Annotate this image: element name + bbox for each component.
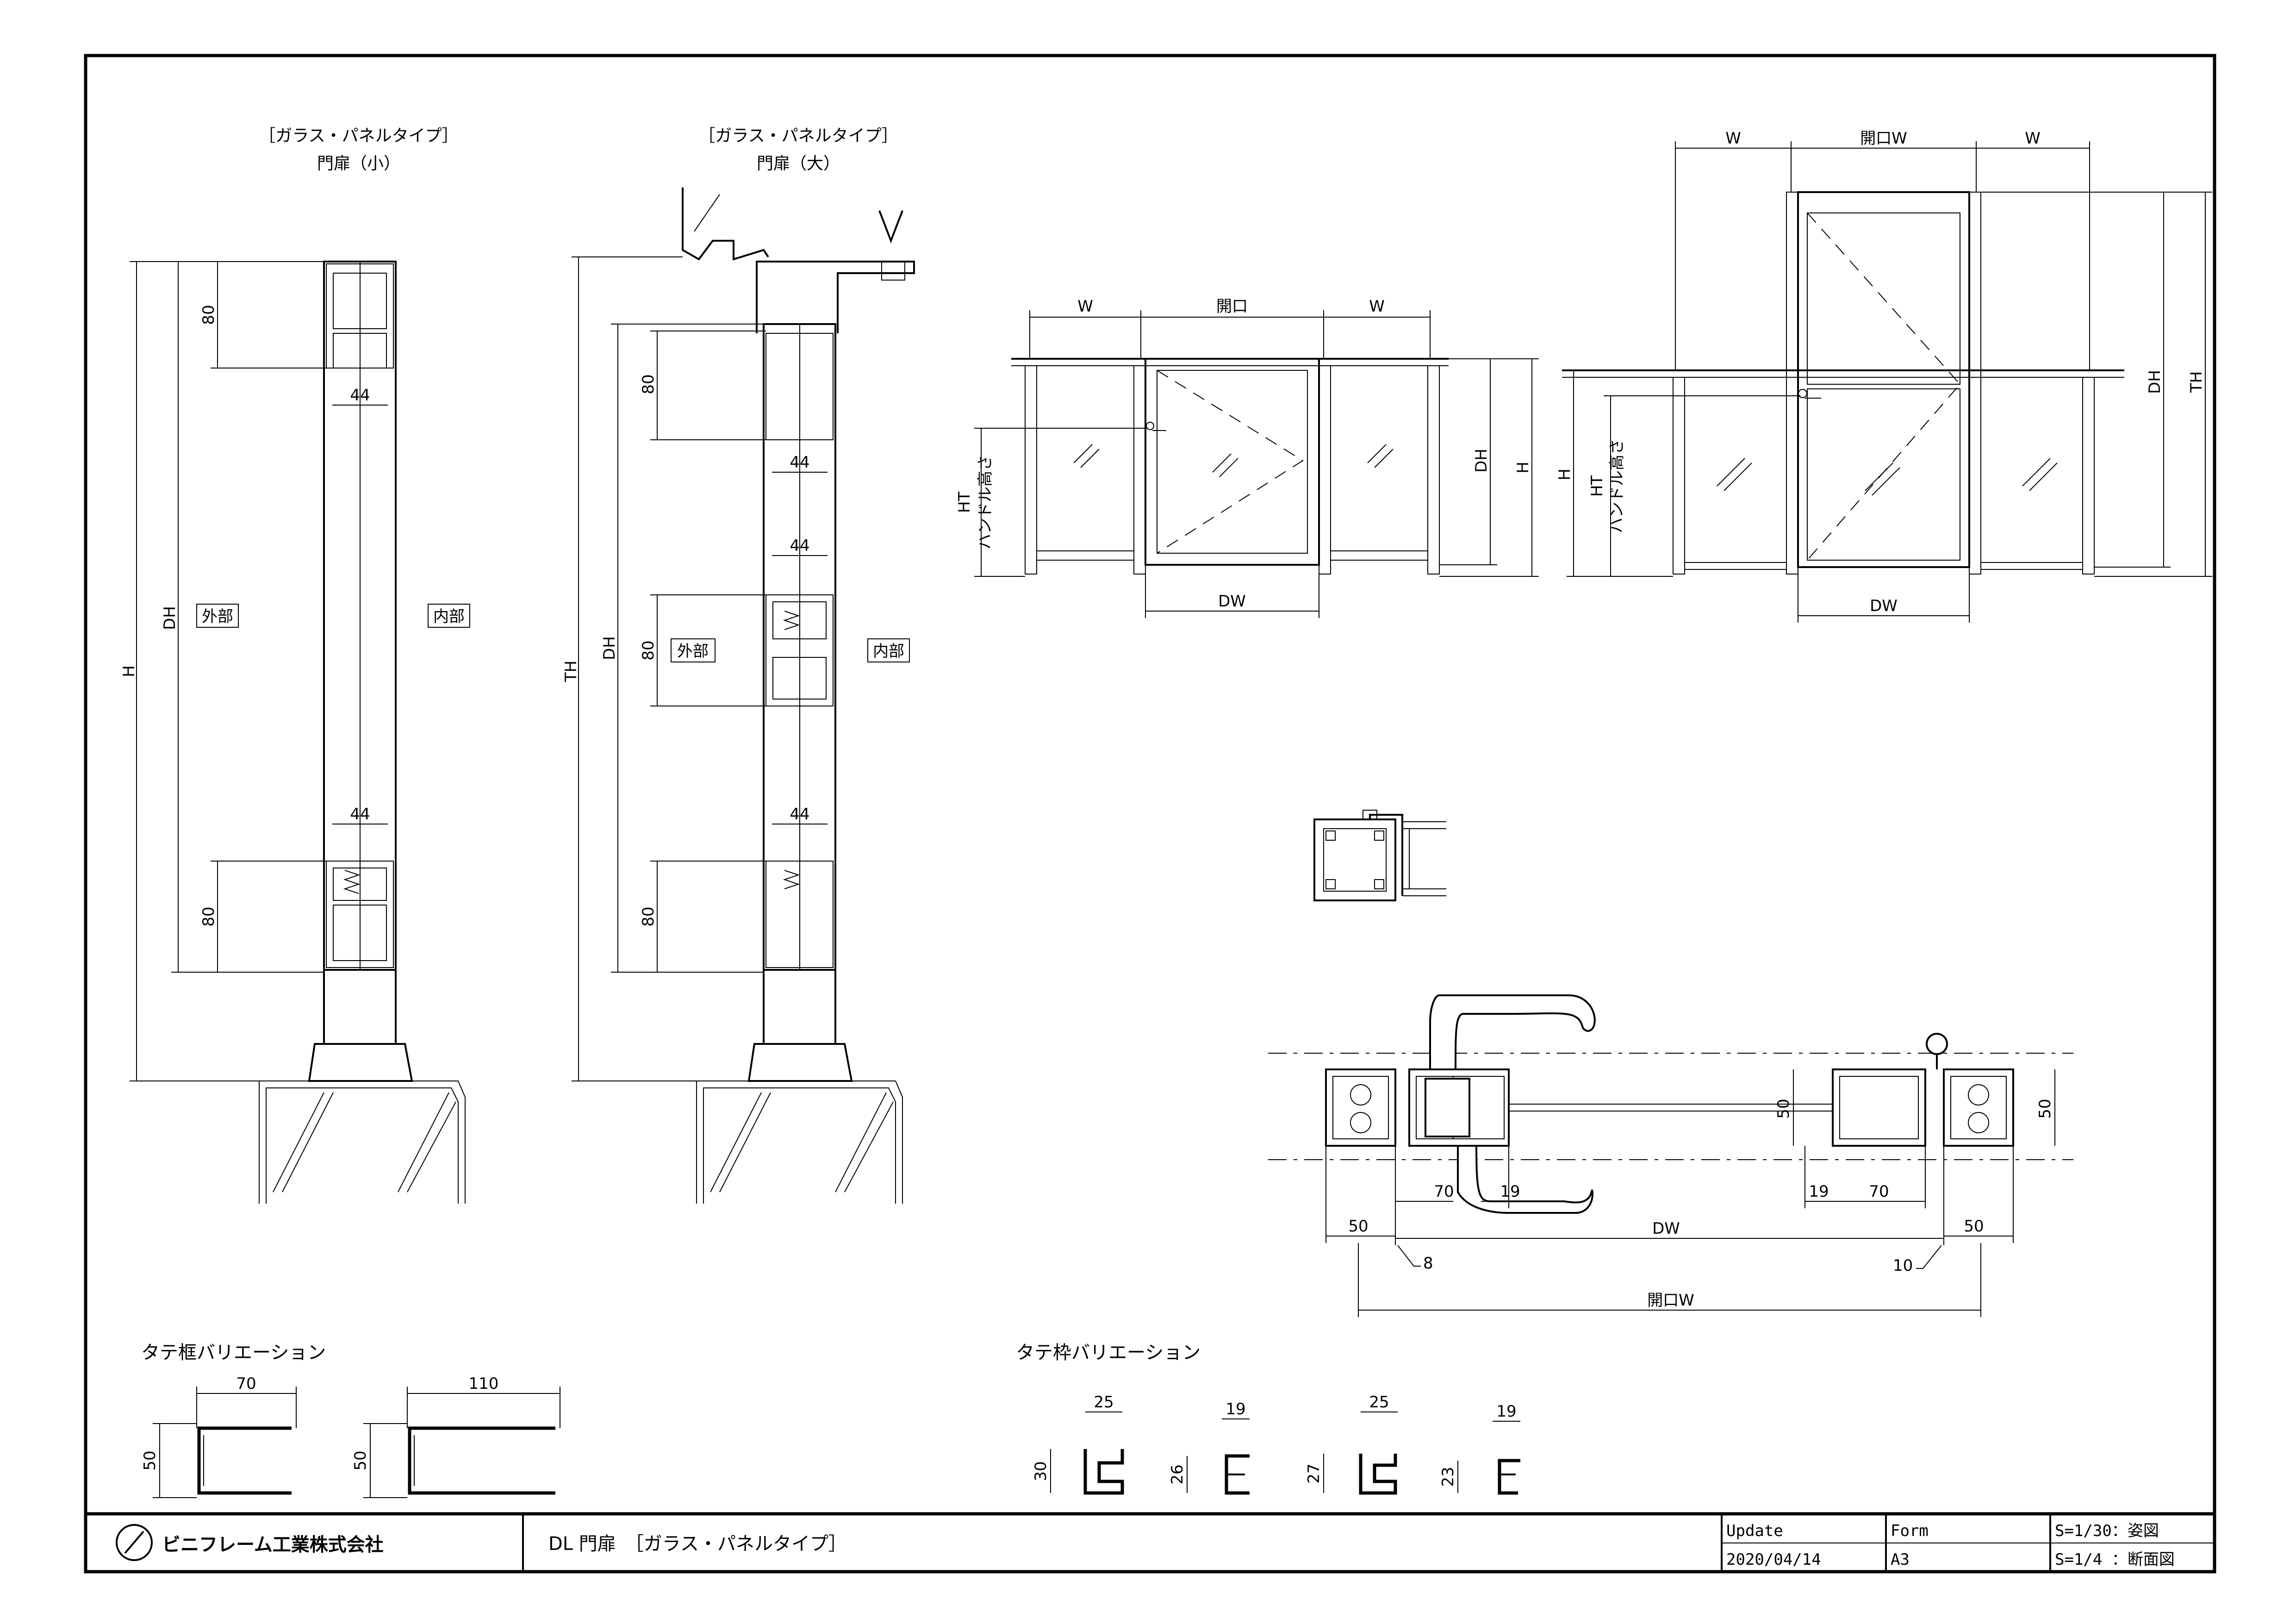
dim-10-plan: 10 bbox=[1893, 1256, 1913, 1275]
dim-70-kamachi: 70 bbox=[236, 1374, 256, 1393]
dim-H-small: H bbox=[120, 665, 138, 677]
tate-kamachi-variations: タテ框バリエーション 70 50 110 50 bbox=[141, 1342, 560, 1498]
dim-DW-single: DW bbox=[1218, 592, 1246, 611]
dim-HT-large-elev: HT bbox=[1588, 475, 1606, 497]
dim-DH-single: DH bbox=[1472, 449, 1491, 473]
dim-26-waku: 26 bbox=[1168, 1464, 1187, 1484]
tate-waku-variations: タテ枠バリエーション 25 30 19 26 25 27 19 23 bbox=[1016, 1342, 1520, 1495]
dim-44-small-top: 44 bbox=[350, 386, 370, 405]
elevation-large-door: W 開口W W DW DH TH H HT ハンドル高さ bbox=[1556, 129, 2212, 623]
section-large-title-1: ［ガラス・パネルタイプ］ bbox=[698, 126, 898, 145]
dim-70-plan-left: 70 bbox=[1434, 1182, 1454, 1201]
dim-W-large-left: W bbox=[1725, 129, 1741, 148]
dim-80-large-3: 80 bbox=[639, 906, 658, 926]
update-value: 2020/04/14 bbox=[1726, 1550, 1821, 1569]
dim-handle-height-large: ハンドル高さ bbox=[1608, 439, 1626, 533]
dim-70-plan-right: 70 bbox=[1869, 1182, 1889, 1201]
label-interior-small: 内部 bbox=[433, 607, 465, 626]
dim-23-waku: 23 bbox=[1439, 1467, 1457, 1487]
company-name: ビニフレーム工業株式会社 bbox=[162, 1534, 384, 1555]
dim-kaikou-w-large: 開口W bbox=[1860, 129, 1907, 148]
section-small-title-1: ［ガラス・パネルタイプ］ bbox=[259, 126, 458, 145]
scale-1: S=1/30：姿図 bbox=[2055, 1522, 2159, 1540]
dim-DH-small: DH bbox=[161, 606, 179, 630]
dim-8-plan: 8 bbox=[1423, 1254, 1433, 1273]
dim-44-small-bottom: 44 bbox=[350, 805, 370, 824]
section-small-view: ［ガラス・パネルタイプ］ 門扉（小） H DH 80 bbox=[120, 126, 470, 1204]
title-block: ビニフレーム工業株式会社 DL 門扉 ［ガラス・パネルタイプ］ Update 2… bbox=[86, 1512, 2215, 1572]
dim-25-waku-2: 25 bbox=[1369, 1393, 1389, 1412]
tate-waku-title: タテ枠バリエーション bbox=[1016, 1342, 1201, 1363]
dim-50-kamachi-2: 50 bbox=[351, 1450, 370, 1470]
dim-80-large-2: 80 bbox=[639, 640, 658, 660]
dim-W-single-right: W bbox=[1369, 297, 1385, 316]
dim-DH-large: DH bbox=[600, 636, 619, 660]
tate-kamachi-title: タテ框バリエーション bbox=[141, 1342, 326, 1363]
update-label: Update bbox=[1726, 1522, 1783, 1540]
elevation-single-door: W 開口 W DW DH H HT ハンドル高さ bbox=[955, 297, 1539, 618]
dim-19-plan-left: 19 bbox=[1500, 1182, 1520, 1201]
label-exterior-small: 外部 bbox=[202, 607, 233, 626]
corner-detail bbox=[1313, 810, 1446, 901]
dim-H-single: H bbox=[1514, 462, 1532, 474]
form-label: Form bbox=[1891, 1522, 1929, 1540]
company-logo-icon bbox=[116, 1524, 153, 1561]
dim-HT-single: HT bbox=[955, 492, 974, 513]
dim-TH-large-elev: TH bbox=[2187, 371, 2206, 393]
sheet-border bbox=[84, 54, 2216, 1574]
dim-kaikou-single: 開口 bbox=[1216, 297, 1248, 316]
dim-kaikou-w-plan: 開口W bbox=[1647, 1291, 1694, 1310]
dim-50-plan-glass: 50 bbox=[1774, 1099, 1793, 1118]
dim-44-large-2: 44 bbox=[790, 537, 809, 555]
dim-TH-large: TH bbox=[562, 661, 580, 682]
section-large-view: ［ガラス・パネルタイプ］ 門扉（大） TH DH bbox=[562, 126, 915, 1204]
dim-110-kamachi: 110 bbox=[469, 1374, 499, 1393]
dim-handle-height-single: ハンドル高さ bbox=[976, 455, 995, 550]
dim-44-large-1: 44 bbox=[790, 453, 809, 472]
dim-30-waku: 30 bbox=[1032, 1461, 1050, 1481]
section-small-title-2: 門扉（小） bbox=[317, 154, 400, 173]
dim-80-small-bottom: 80 bbox=[199, 906, 218, 926]
dim-44-large-3: 44 bbox=[790, 805, 809, 824]
dim-50-plan-side: 50 bbox=[2036, 1099, 2054, 1118]
dim-W-large-right: W bbox=[2025, 129, 2041, 148]
section-large-title-2: 門扉（大） bbox=[757, 154, 840, 173]
dim-19-waku-1: 19 bbox=[1226, 1400, 1245, 1418]
dim-19-plan-right: 19 bbox=[1809, 1182, 1829, 1201]
label-exterior-large: 外部 bbox=[677, 642, 709, 661]
dim-DH-large-elev: DH bbox=[2146, 370, 2164, 394]
drawing-title: DL 門扉 ［ガラス・パネルタイプ］ bbox=[548, 1533, 847, 1555]
scale-2: S=1/4 ：断面図 bbox=[2055, 1550, 2175, 1569]
dim-W-single-left: W bbox=[1077, 297, 1093, 316]
dim-DW-plan: DW bbox=[1652, 1219, 1680, 1238]
dim-50-plan-right: 50 bbox=[1964, 1217, 1984, 1236]
dim-25-waku-1: 25 bbox=[1094, 1393, 1114, 1412]
plan-section: 50 50 DW 開口W 70 19 19 70 50 50 8 10 bbox=[1268, 994, 2073, 1317]
dim-DW-large: DW bbox=[1870, 597, 1898, 615]
dim-80-small-top: 80 bbox=[199, 305, 218, 325]
form-value: A3 bbox=[1891, 1550, 1910, 1569]
dim-50-kamachi-1: 50 bbox=[141, 1450, 159, 1470]
label-interior-large: 内部 bbox=[873, 642, 904, 661]
dim-19-waku-2: 19 bbox=[1496, 1402, 1516, 1421]
dim-50-plan-left: 50 bbox=[1348, 1217, 1368, 1236]
dim-80-large-1: 80 bbox=[639, 374, 658, 394]
dim-27-waku: 27 bbox=[1305, 1463, 1323, 1483]
dim-H-large-elev: H bbox=[1556, 468, 1574, 481]
